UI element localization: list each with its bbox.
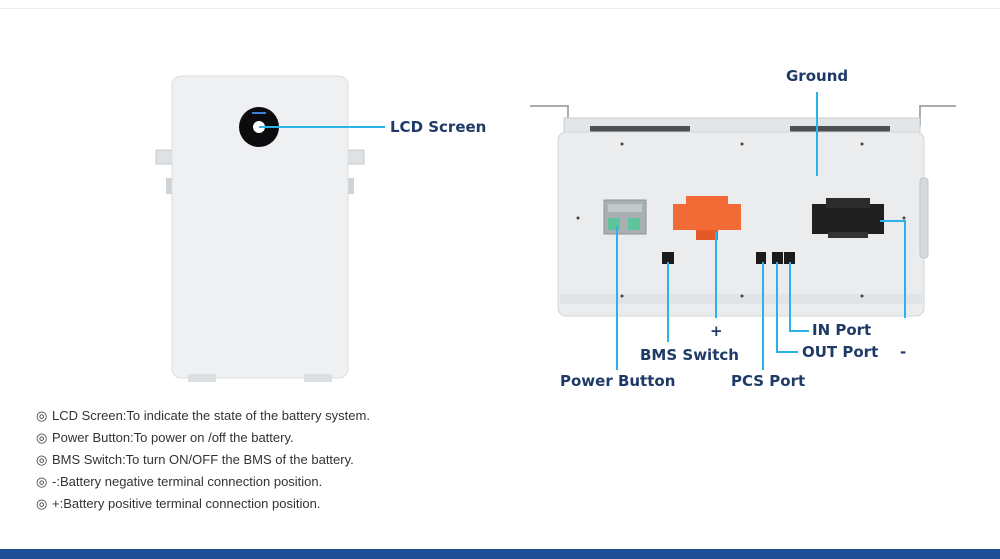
double-circle-bullet-icon: ◎ bbox=[36, 408, 48, 423]
list-item: ◎ +:Battery positive terminal connection … bbox=[36, 494, 496, 516]
note-text: -:Battery negative terminal connection p… bbox=[52, 474, 323, 489]
leader-in-port-v bbox=[789, 262, 791, 331]
list-item: ◎ -:Battery negative terminal connection … bbox=[36, 472, 496, 494]
leader-power-button bbox=[616, 226, 618, 370]
bms-switch-icon bbox=[662, 252, 674, 264]
negative-terminal-icon bbox=[812, 198, 884, 238]
note-text: Power Button:To power on /off the batter… bbox=[52, 430, 294, 445]
double-circle-bullet-icon: ◎ bbox=[36, 430, 48, 445]
label-bms-switch: BMS Switch bbox=[640, 346, 739, 364]
double-circle-bullet-icon: ◎ bbox=[36, 474, 48, 489]
leader-ground bbox=[816, 92, 818, 176]
label-out-port: OUT Port bbox=[802, 343, 879, 361]
list-item: ◎ Power Button:To power on /off the batte… bbox=[36, 428, 496, 450]
list-item: ◎ BMS Switch:To turn ON/OFF the BMS of th… bbox=[36, 450, 496, 472]
label-negative: - bbox=[900, 343, 907, 361]
leader-negative-v bbox=[904, 220, 906, 318]
leader-bms-switch bbox=[667, 262, 669, 342]
leader-in-port-h bbox=[789, 330, 809, 332]
leader-negative-h bbox=[880, 220, 906, 222]
footer-bar bbox=[0, 549, 1000, 559]
label-pcs-port: PCS Port bbox=[731, 372, 806, 390]
leader-out-port-v bbox=[776, 262, 778, 352]
in-port-icon bbox=[784, 252, 795, 264]
label-ground: Ground bbox=[786, 67, 849, 85]
power-button-icon bbox=[603, 199, 647, 235]
note-text: BMS Switch:To turn ON/OFF the BMS of the… bbox=[52, 452, 354, 467]
battery-front-view bbox=[155, 75, 365, 382]
top-divider bbox=[0, 8, 1000, 9]
leader-pcs-port bbox=[762, 262, 764, 370]
label-power-button: Power Button bbox=[560, 372, 676, 390]
list-item: ◎ LCD Screen:To indicate the state of the… bbox=[36, 406, 496, 428]
leader-out-port-h bbox=[776, 351, 798, 353]
leader-lcd-screen bbox=[259, 126, 385, 128]
feature-notes: ◎ LCD Screen:To indicate the state of the… bbox=[36, 406, 496, 516]
out-port-icon bbox=[772, 252, 783, 264]
leader-positive bbox=[715, 232, 717, 318]
label-lcd-screen: LCD Screen bbox=[390, 118, 487, 136]
note-text: +:Battery positive terminal connection p… bbox=[52, 496, 321, 511]
label-in-port: IN Port bbox=[812, 321, 872, 339]
label-positive: + bbox=[710, 322, 723, 340]
battery-terminal-view bbox=[530, 105, 956, 317]
positive-terminal-icon bbox=[673, 196, 741, 240]
note-text: LCD Screen:To indicate the state of the … bbox=[52, 408, 370, 423]
double-circle-bullet-icon: ◎ bbox=[36, 452, 48, 467]
double-circle-bullet-icon: ◎ bbox=[36, 496, 48, 511]
pcs-port-icon bbox=[756, 252, 766, 264]
